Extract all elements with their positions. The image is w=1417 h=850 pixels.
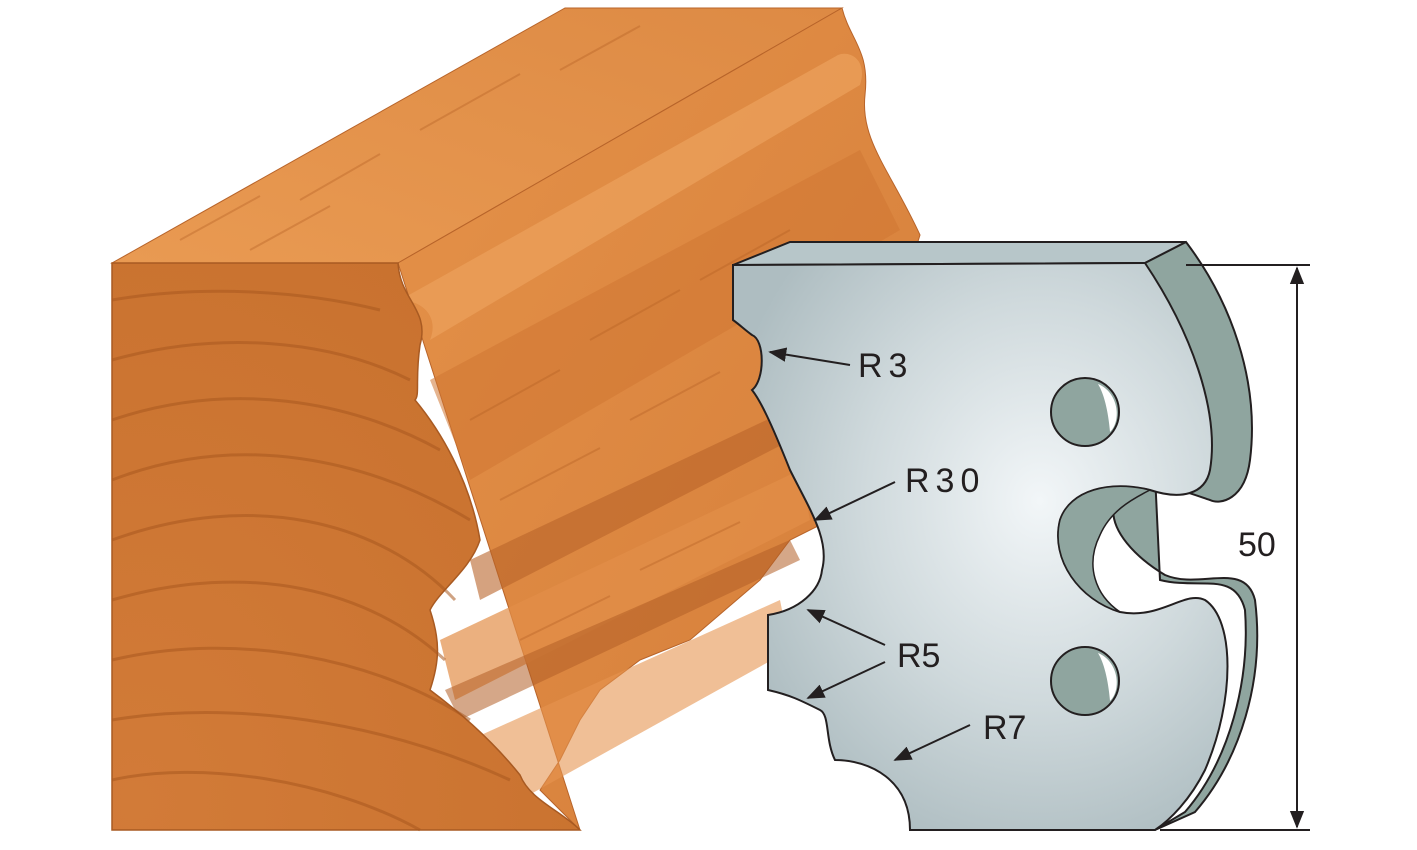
knife-side-edge — [1112, 240, 1259, 831]
radius-label-r7: R7 — [983, 709, 1026, 747]
leader-r3 — [768, 347, 851, 366]
radius-label-r3: R3 — [858, 347, 913, 385]
knife-top-edge — [732, 241, 1187, 266]
molding-end-face — [111, 262, 582, 831]
knife-hole-lower — [1050, 646, 1120, 716]
radius-leaders — [768, 347, 971, 761]
leader-r30 — [813, 481, 896, 521]
knife-hole-upper — [1050, 377, 1120, 447]
molding-groove-shadow — [470, 390, 830, 600]
end-grain-rings — [111, 289, 511, 832]
wood-grain-streaks — [179, 25, 791, 641]
dimension-label-bg — [1236, 520, 1288, 564]
molding-lower-groove — [445, 540, 800, 720]
leader-r5-upper — [806, 609, 886, 646]
molding-lower-bead — [440, 470, 810, 700]
leader-r5-lower — [806, 661, 886, 699]
radius-label-r5: R5 — [897, 637, 940, 675]
leader-r7 — [893, 724, 971, 761]
radius-label-r30: R30 — [905, 462, 985, 500]
wood-molding — [110, 7, 921, 832]
height-label: 50 — [1238, 526, 1276, 564]
knife-slot-shading — [1057, 485, 1153, 613]
height-dimension — [1160, 264, 1310, 831]
molding-bottom-bead — [470, 600, 790, 800]
molding-bead-ridge — [400, 53, 862, 340]
steel-knife — [732, 240, 1259, 831]
molding-cove-shadow — [430, 150, 900, 480]
